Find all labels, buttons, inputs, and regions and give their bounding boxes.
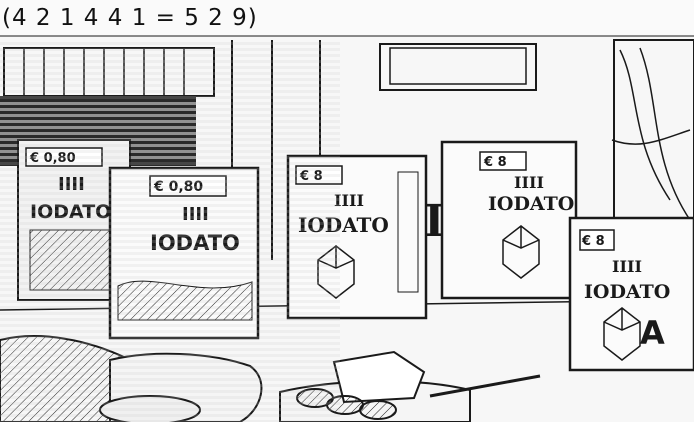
salt-box-4-bars: IIII: [514, 173, 544, 192]
salt-box-5-price: € 8: [581, 234, 605, 249]
scan-stripes: [0, 40, 340, 422]
salt-box-5-marker: A: [640, 314, 665, 352]
formula-text: (4 2 1 4 4 1 = 5 2 9): [2, 5, 258, 31]
salt-box-4-brand: IODATO: [488, 193, 574, 215]
salt-box-4-price: € 8: [483, 155, 507, 170]
salt-box-3-bars: IIII: [334, 191, 364, 210]
separator-letter: I: [424, 196, 445, 247]
salt-box-5: [568, 216, 694, 372]
salt-box-5-brand: IODATO: [584, 281, 670, 303]
salt-box-4: [440, 140, 578, 300]
salt-box-5-bars: IIII: [612, 257, 642, 276]
